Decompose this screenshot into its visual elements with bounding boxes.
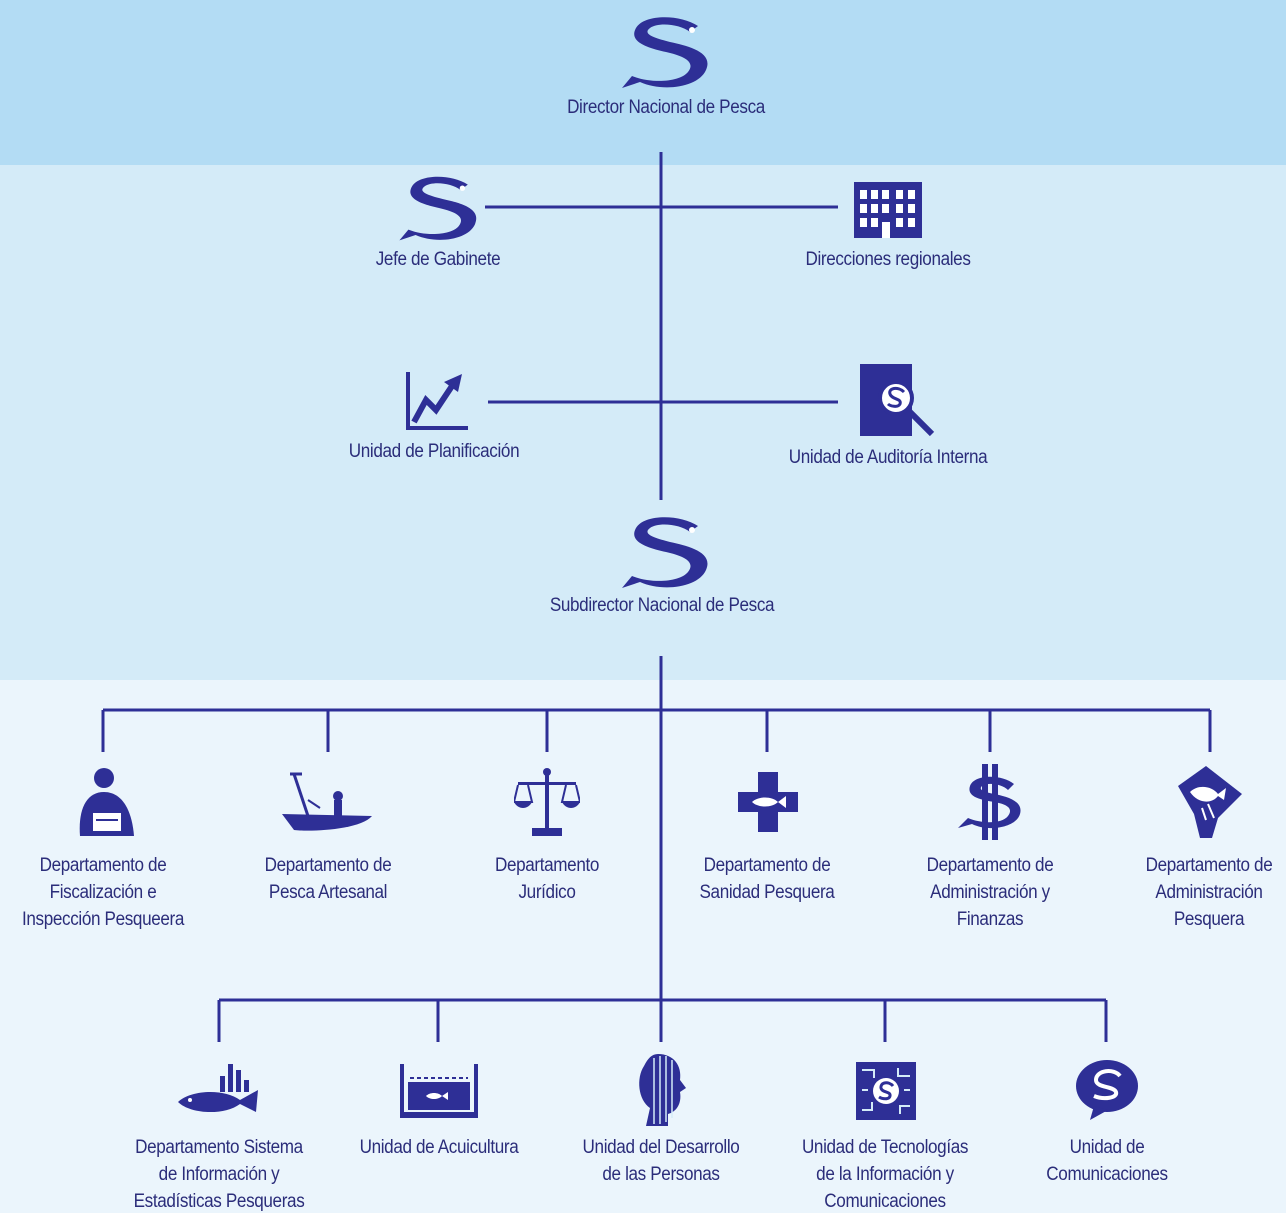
- jefe-gabinete-label: Jefe de Gabinete: [330, 246, 546, 273]
- planificacion-label: Unidad de Planificación: [317, 438, 551, 465]
- hand-fish-icon: [1172, 764, 1246, 840]
- fish-s-logo-icon: [618, 512, 714, 592]
- fishing-boat-icon: [280, 770, 376, 836]
- magnifier-document-icon: [858, 362, 938, 440]
- scales-icon: [514, 766, 580, 838]
- inspector-icon: [70, 766, 142, 838]
- health-cross-fish-icon: [738, 772, 798, 832]
- circuit-chip-icon: [854, 1060, 918, 1122]
- subdirector-label: Subdirector Nacional de Pesca: [518, 592, 806, 619]
- fish-s-logo-icon: [618, 12, 714, 92]
- speech-bubble-logo-icon: [1074, 1058, 1140, 1122]
- building-icon: [852, 176, 924, 238]
- dollar-fish-icon: [954, 762, 1026, 842]
- auditoria-label: Unidad de Auditoría Interna: [762, 444, 1014, 471]
- aquaculture-tank-icon: [398, 1062, 480, 1120]
- direcciones-regionales-label: Direcciones regionales: [771, 246, 1005, 273]
- director-label: Director Nacional de Pesca: [522, 94, 810, 121]
- growth-chart-icon: [404, 370, 470, 432]
- people-profile-icon: [632, 1052, 692, 1128]
- fish-s-logo-icon: [394, 172, 484, 244]
- fish-statistics-icon: [176, 1062, 262, 1118]
- unidad-acuicultura-label: Unidad de Acuicultura: [334, 1134, 545, 1161]
